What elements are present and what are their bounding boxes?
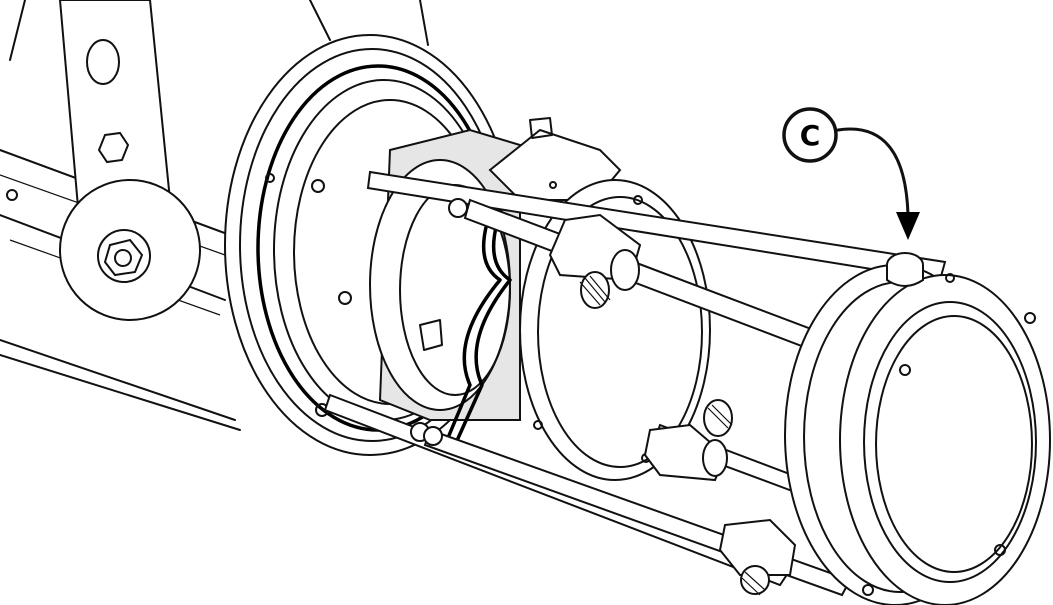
callout-circle [782,107,838,163]
rod-clamp-upper [548,213,642,309]
bracket-hole [86,39,120,85]
rod-clamp-front [718,518,797,596]
mount-bracket [6,0,201,321]
arrow-head-icon [896,212,920,240]
front-ring [784,264,1051,605]
hex-bolt-upper [97,131,130,164]
rod-clamp-lower [643,399,733,482]
callout-label: C [800,119,821,152]
locking-knob [886,252,924,287]
callout-c: C [782,107,920,240]
hex-bolt-lower [103,238,144,277]
callout-arrow [836,127,910,217]
